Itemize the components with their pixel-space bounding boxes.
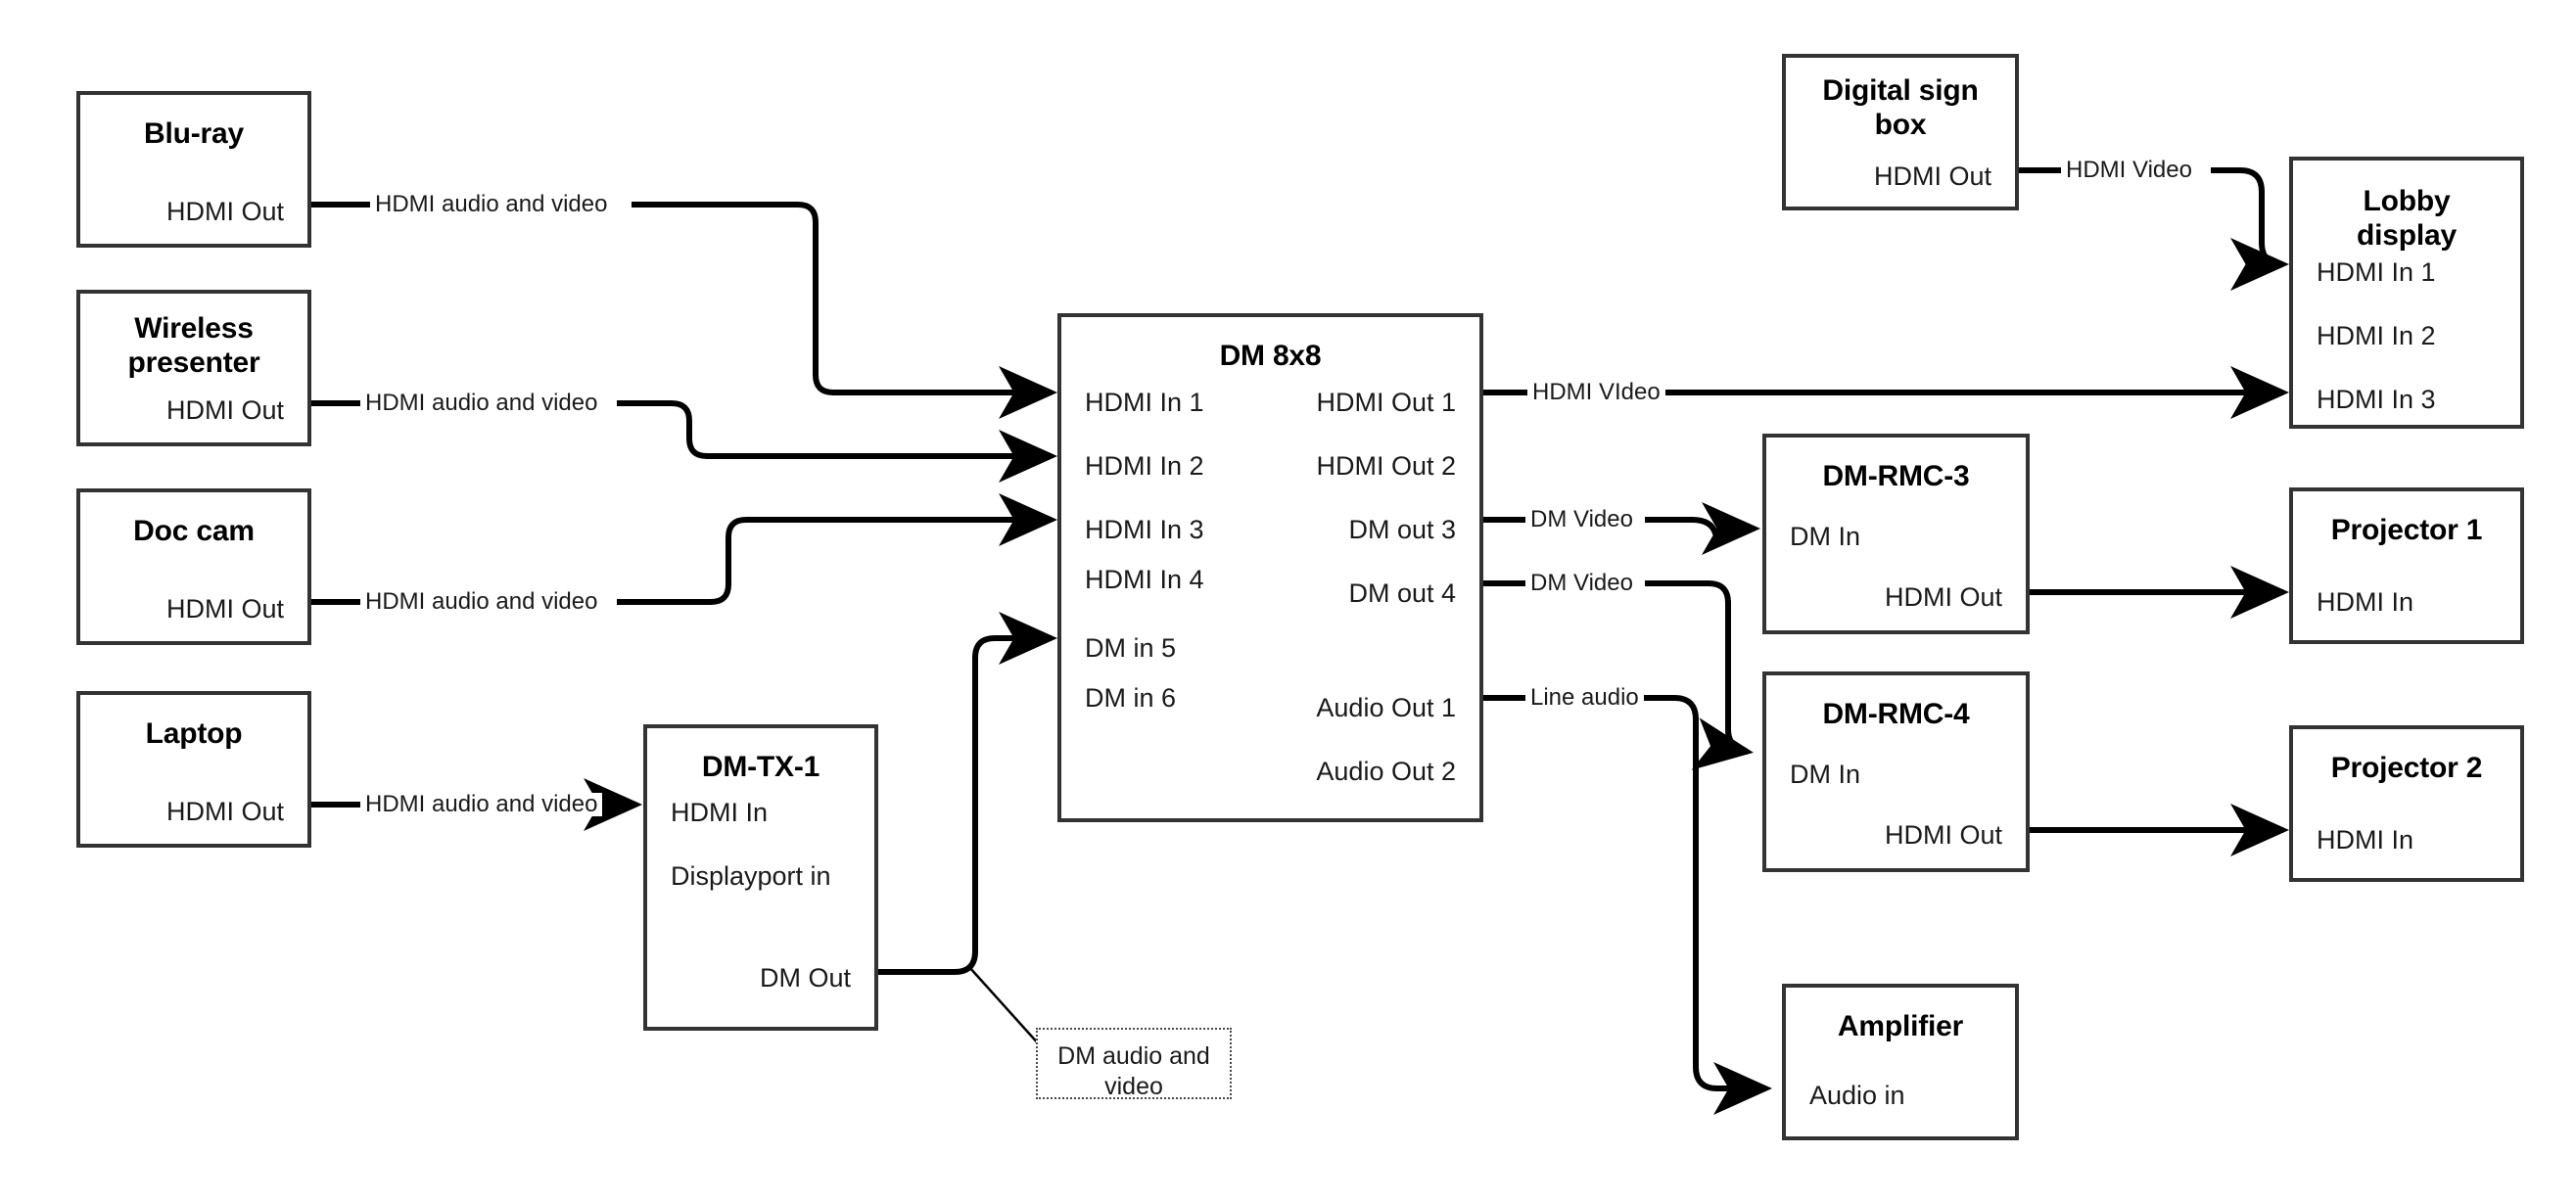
node-doc-cam-title: Doc cam [133, 515, 255, 547]
callout-text-line1: DM audio and [1057, 1042, 1210, 1070]
node-wireless-presenter[interactable]: Wireless presenter HDMI Out [76, 290, 311, 446]
wire-label-hdmi-out-1: HDMI VIdeo [1527, 381, 1665, 404]
node-bluray-title: Blu-ray [144, 117, 244, 150]
port-digital-sign-box-hdmi-out: HDMI Out [1873, 162, 1991, 191]
node-dm-8x8[interactable]: DM 8x8 HDMI In 1 HDMI In 2 HDMI In 3 HDM… [1057, 313, 1483, 822]
node-projector-1-title: Projector 1 [2330, 514, 2483, 546]
node-dm-rmc-3[interactable]: DM-RMC-3 DM In HDMI Out [1762, 434, 2030, 634]
port-doc-cam-hdmi-out: HDMI Out [165, 594, 284, 624]
port-dm-8x8-hdmi-in-1: HDMI In 1 [1085, 388, 1204, 417]
node-laptop[interactable]: Laptop HDMI Out [76, 691, 311, 848]
node-lobby-display-title-line1: Lobby [2363, 185, 2451, 217]
node-projector-2-title: Projector 2 [2330, 752, 2483, 784]
callout-text-line2: video [1104, 1073, 1163, 1100]
node-lobby-display[interactable]: Lobby display HDMI In 1 HDMI In 2 HDMI I… [2289, 157, 2524, 429]
node-digital-sign-box[interactable]: Digital sign box HDMI Out [1782, 54, 2019, 210]
node-dm-rmc-4-title: DM-RMC-4 [1822, 698, 1970, 730]
port-dm-8x8-hdmi-out-1: HDMI Out 1 [1316, 388, 1456, 417]
node-dm-8x8-title: DM 8x8 [1219, 340, 1322, 372]
wire-label-laptop: HDMI audio and video [360, 793, 603, 816]
wire-audio-out-1-to-amplifier [1483, 695, 1766, 1088]
port-dm-tx-1-hdmi-in: HDMI In [671, 798, 769, 827]
node-laptop-title: Laptop [145, 717, 243, 750]
node-projector-1[interactable]: Projector 1 HDMI In [2289, 487, 2524, 644]
port-dm-8x8-hdmi-in-4: HDMI In 4 [1085, 565, 1204, 594]
node-lobby-display-title-line2: display [2357, 219, 2457, 252]
port-dm-8x8-hdmi-in-2: HDMI In 2 [1085, 451, 1204, 481]
wire-bluray-to-dm-hdmi-in-1 [311, 202, 1052, 393]
port-dm-8x8-dm-in-5: DM in 5 [1085, 633, 1177, 663]
wire-label-audio-out-1: Line audio [1525, 686, 1644, 710]
port-dm-rmc-3-dm-in: DM In [1790, 522, 1861, 551]
port-dm-8x8-dm-out-4: DM out 4 [1348, 578, 1456, 608]
port-dm-tx-1-dm-out: DM Out [759, 963, 851, 993]
callout-dm-audio-and-video: DM audio and video [1036, 1028, 1232, 1100]
port-lobby-display-hdmi-in-2: HDMI In 2 [2317, 321, 2436, 350]
node-amplifier[interactable]: Amplifier Audio in [1782, 984, 2019, 1140]
node-dm-tx-1[interactable]: DM-TX-1 HDMI In Displayport in DM Out [643, 724, 878, 1031]
node-dm-tx-1-title: DM-TX-1 [701, 751, 820, 783]
node-projector-2[interactable]: Projector 2 HDMI In [2289, 725, 2524, 882]
node-doc-cam[interactable]: Doc cam HDMI Out [76, 488, 311, 645]
node-wireless-presenter-title-line2: presenter [127, 346, 260, 379]
port-dm-rmc-4-dm-in: DM In [1790, 760, 1861, 789]
port-dm-rmc-3-hdmi-out: HDMI Out [1884, 582, 2002, 612]
port-dm-8x8-hdmi-in-3: HDMI In 3 [1085, 515, 1204, 544]
wire-dmtx1-to-dm-in-5 [878, 612, 1057, 975]
port-dm-8x8-dm-in-6: DM in 6 [1085, 683, 1177, 713]
wire-dm-out-4-to-dmrmc4 [1483, 580, 1748, 752]
node-dm-rmc-4[interactable]: DM-RMC-4 DM In HDMI Out [1762, 671, 2030, 872]
wire-label-dm-out-4: DM Video [1525, 572, 1638, 595]
wire-label-wireless: HDMI audio and video [360, 392, 603, 415]
wire-label-doccam: HDMI audio and video [360, 590, 603, 614]
port-lobby-display-hdmi-in-3: HDMI In 3 [2317, 385, 2436, 414]
port-wireless-presenter-hdmi-out: HDMI Out [165, 395, 284, 425]
port-projector-1-hdmi-in: HDMI In [2317, 587, 2414, 617]
port-dm-8x8-hdmi-out-2: HDMI Out 2 [1316, 451, 1456, 481]
port-dm-rmc-4-hdmi-out: HDMI Out [1884, 820, 2002, 850]
port-bluray-hdmi-out: HDMI Out [165, 197, 284, 226]
port-dm-8x8-dm-out-3: DM out 3 [1348, 515, 1456, 544]
wire-signbox-to-lobby-hdmi-in-1 [2019, 167, 2283, 264]
wire-label-signbox: HDMI Video [2061, 159, 2197, 182]
node-digital-sign-box-title-line2: box [1874, 109, 1927, 141]
port-dm-8x8-audio-out-1: Audio Out 1 [1316, 693, 1456, 722]
port-dm-tx-1-displayport-in: Displayport in [671, 861, 831, 891]
node-bluray[interactable]: Blu-ray HDMI Out [76, 91, 311, 248]
wire-label-dm-out-3: DM Video [1525, 508, 1638, 531]
port-projector-2-hdmi-in: HDMI In [2317, 825, 2414, 855]
port-laptop-hdmi-out: HDMI Out [165, 797, 284, 826]
node-digital-sign-box-title-line1: Digital sign [1822, 74, 1979, 107]
port-lobby-display-hdmi-in-1: HDMI In 1 [2317, 257, 2436, 287]
node-dm-rmc-3-title: DM-RMC-3 [1822, 460, 1970, 492]
port-dm-8x8-audio-out-2: Audio Out 2 [1316, 757, 1456, 786]
port-amplifier-audio-in: Audio in [1809, 1081, 1905, 1110]
callout-leader-line [968, 966, 1041, 1046]
node-amplifier-title: Amplifier [1837, 1010, 1964, 1042]
node-wireless-presenter-title-line1: Wireless [134, 312, 254, 345]
wire-label-bluray: HDMI audio and video [370, 193, 613, 216]
